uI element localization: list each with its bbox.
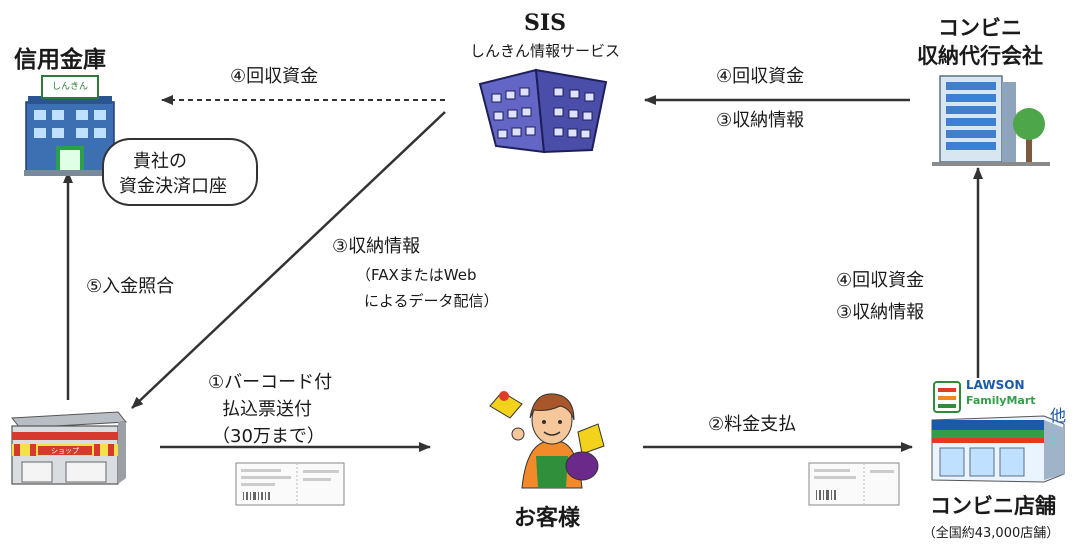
agent-title-line2: 収納代行会社 (917, 44, 1043, 68)
konbini-subtitle: （全国約43,000店舗） (922, 526, 1060, 541)
account-line1: 貴社の (133, 151, 187, 172)
customer-title: お客様 (513, 506, 580, 531)
konbini-title: コンビニ店舗 (930, 494, 1056, 518)
label-shop-to-customer-2: 払込票送付 (222, 399, 312, 420)
account-bubble (102, 138, 258, 206)
payment-slip-icon (235, 462, 345, 506)
agent-building-icon (922, 72, 1054, 168)
arrow-sis-to-shop (131, 111, 446, 409)
sis-building-icon (474, 64, 614, 158)
customer-illustration-icon (482, 384, 612, 492)
label-sis-to-shinkin: ④回収資金 (230, 66, 319, 87)
label-agent-info: ③収納情報 (716, 110, 805, 131)
label-konbini-info: ③収納情報 (836, 302, 925, 323)
label-shop-to-shinkin: ⑤入金照合 (86, 276, 175, 297)
shinkin-building-icon: しんきん (24, 74, 116, 176)
sis-subtitle: しんきん情報サービス (469, 42, 620, 60)
konbini-brand2: FamilyMart (966, 394, 1036, 407)
sis-title: SIS (523, 10, 567, 36)
label-sis-to-shop-2: （FAXまたはWeb (356, 266, 477, 284)
label-shop-to-customer-3: （30万まで） (212, 426, 325, 447)
shinkin-sign: しんきん (51, 82, 88, 92)
payment-slip-konbini-icon (808, 462, 900, 506)
shop-building-icon: ショップ (8, 408, 128, 488)
account-line2: 資金決済口座 (119, 176, 227, 197)
shinkin-title: 信用金庫 (14, 47, 106, 73)
konbini-brand1: LAWSON (966, 378, 1025, 392)
label-sis-to-shop-3: によるデータ配信） (364, 292, 499, 310)
label-agent-funds: ④回収資金 (716, 66, 805, 87)
label-shop-to-customer-1: ①バーコード付 (208, 372, 333, 393)
shop-sign: ショップ (51, 447, 79, 455)
konbini-brand-other: 他 (1050, 406, 1067, 425)
agent-title-line1: コンビニ (938, 16, 1022, 40)
label-sis-to-shop-1: ③収納情報 (332, 236, 421, 257)
label-konbini-funds: ④回収資金 (836, 270, 925, 291)
konbini-store-icon: LAWSON FamilyMart 他 (922, 376, 1072, 486)
label-customer-to-konbini: ②料金支払 (708, 414, 797, 435)
